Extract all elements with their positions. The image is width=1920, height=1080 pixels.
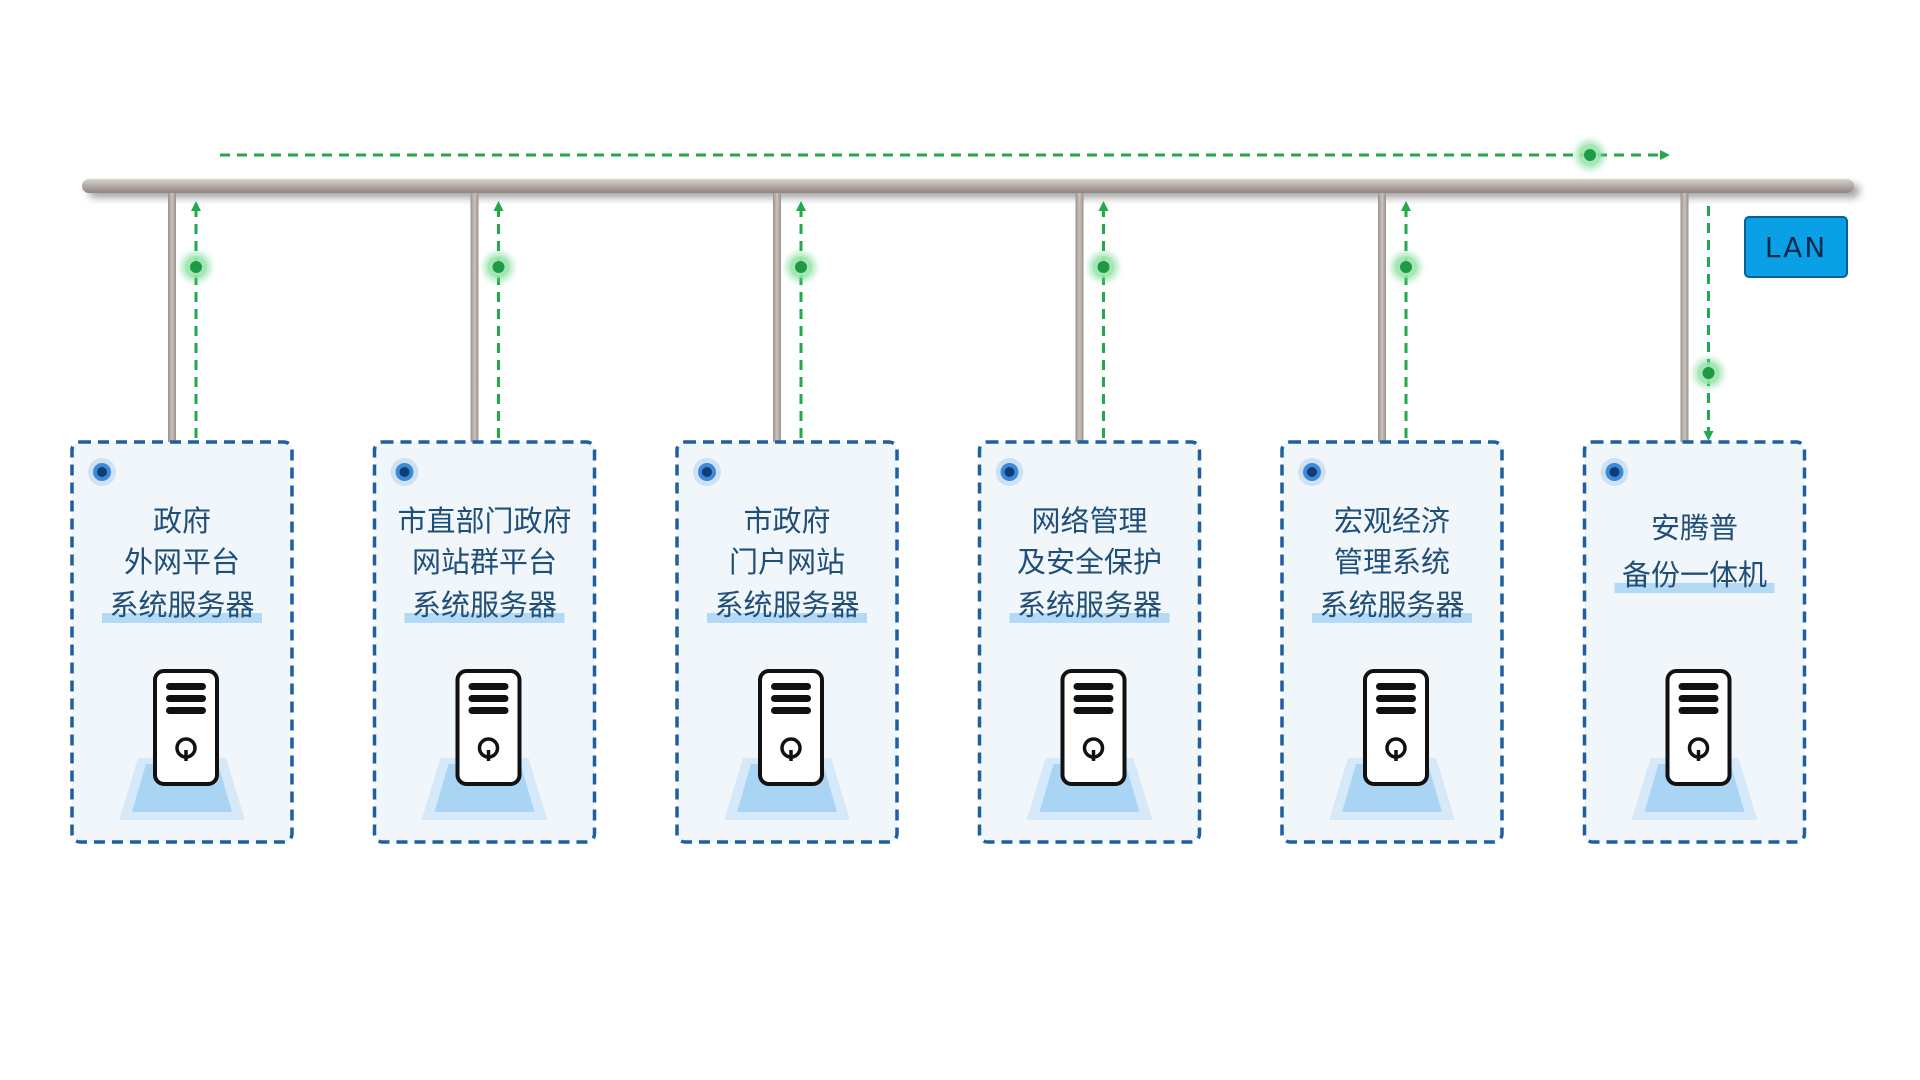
flow-node-icon [483,252,514,282]
flow-node-icon [1391,252,1421,282]
server-label-line: 系统服务器 [412,588,557,622]
flow-node-icon [1693,358,1724,388]
server-tower-icon [1665,669,1732,786]
server-card [977,440,1202,844]
server-cards: 政府外网平台系统服务器市直部门政府网站群平台系统服务器市政府门户网站系统服务器网… [70,193,1807,844]
label-highlight [1614,583,1775,593]
label-highlight [404,613,565,623]
label-highlight [1009,613,1170,623]
drop-pipe [168,193,176,442]
flow-node-icon [1088,252,1119,282]
server-label-line: 市直部门政府 [397,504,571,538]
server-label-line: 系统服务器 [1017,588,1162,622]
status-dot-icon [995,458,1024,486]
server-label-line: 备份一体机 [1622,558,1767,592]
status-dot-icon [693,458,721,486]
server-label-line: 及安全保护 [1017,545,1162,579]
server-tower-icon [455,669,522,786]
server-label-line: 门户网站 [729,545,845,579]
server-label-line: 系统服务器 [1319,588,1464,622]
bus-bar [82,179,1854,193]
server-card [1582,440,1807,844]
lan-badge-box [1744,216,1848,278]
status-dot-icon [1600,458,1629,486]
server-label-line: 系统服务器 [109,588,254,622]
flow-node-icon [1575,140,1605,170]
server-tower-icon [1363,669,1429,786]
server-label-line: 外网平台 [124,545,240,579]
status-dot-icon [88,458,116,486]
network-bus [82,179,1854,193]
server-label-line: 市政府 [743,504,830,538]
status-dot-icon [390,458,419,486]
server-card [70,440,294,844]
label-highlight [102,613,262,623]
flow-node-icon [786,252,816,282]
drop-pipe [470,193,479,442]
server-tower-icon [153,669,219,786]
flow-node-icon [181,252,211,282]
server-tower-icon [758,669,824,786]
bus-flow-arrow [220,140,1670,170]
server-label-line: 安腾普 [1651,511,1738,545]
label-highlight [1312,613,1472,623]
server-label-line: 网站群平台 [412,545,557,579]
server-card [675,440,899,844]
server-label-line: 政府 [153,504,211,538]
server-card [372,440,597,844]
lan-label: LAN [1765,231,1827,264]
server-label-line: 网络管理 [1031,504,1147,538]
server-label-line: 系统服务器 [714,588,859,622]
server-card [1280,440,1504,844]
server-label-line: 管理系统 [1334,545,1450,579]
drop-pipe [1075,193,1084,442]
drop-pipe [1378,193,1386,442]
label-highlight [707,613,867,623]
drop-pipe [773,193,781,442]
drop-pipe [1680,193,1689,442]
server-tower-icon [1060,669,1127,786]
status-dot-icon [1298,458,1326,486]
lan-badge: LAN [1744,216,1848,278]
server-label-line: 宏观经济 [1334,504,1450,538]
